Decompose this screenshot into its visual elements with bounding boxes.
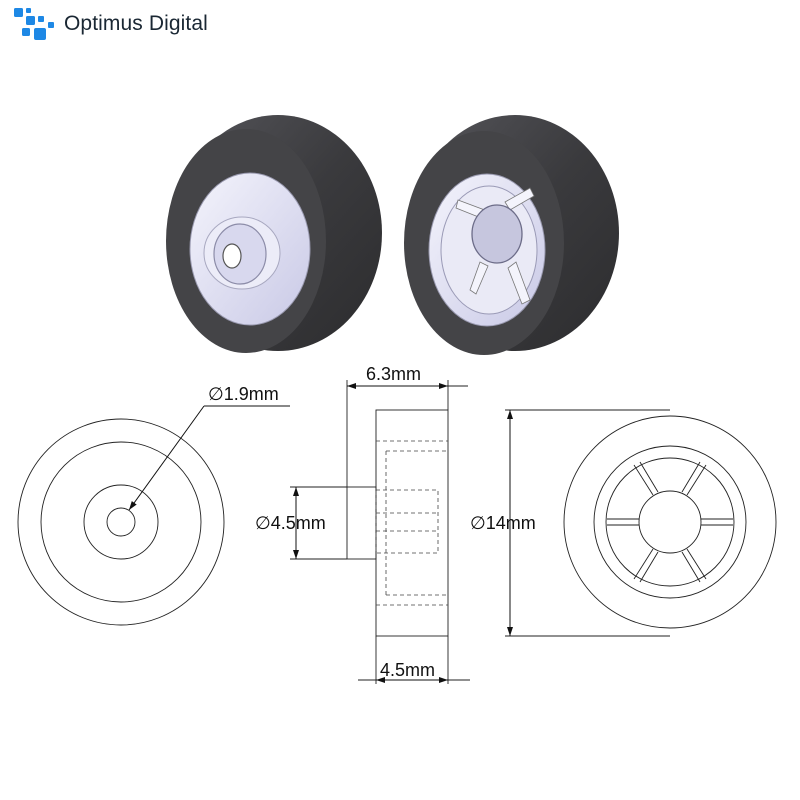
dim-hub-diameter: ∅4.5mm (255, 513, 326, 533)
dim-overall-width: 6.3mm (366, 364, 421, 384)
wheel-render-front (166, 115, 382, 353)
dim-wheel-width: 4.5mm (380, 660, 435, 680)
front-view (17, 405, 290, 626)
dim-bore-diameter: ∅1.9mm (208, 384, 279, 404)
side-view (290, 380, 470, 684)
wheel-render-back (404, 115, 619, 355)
brand-name: Optimus Digital (64, 12, 208, 35)
dim-outer-diameter: ∅14mm (470, 513, 536, 533)
back-view (505, 409, 777, 637)
optimus-logo-icon (14, 8, 54, 40)
brand-header: Optimus Digital (12, 2, 208, 46)
